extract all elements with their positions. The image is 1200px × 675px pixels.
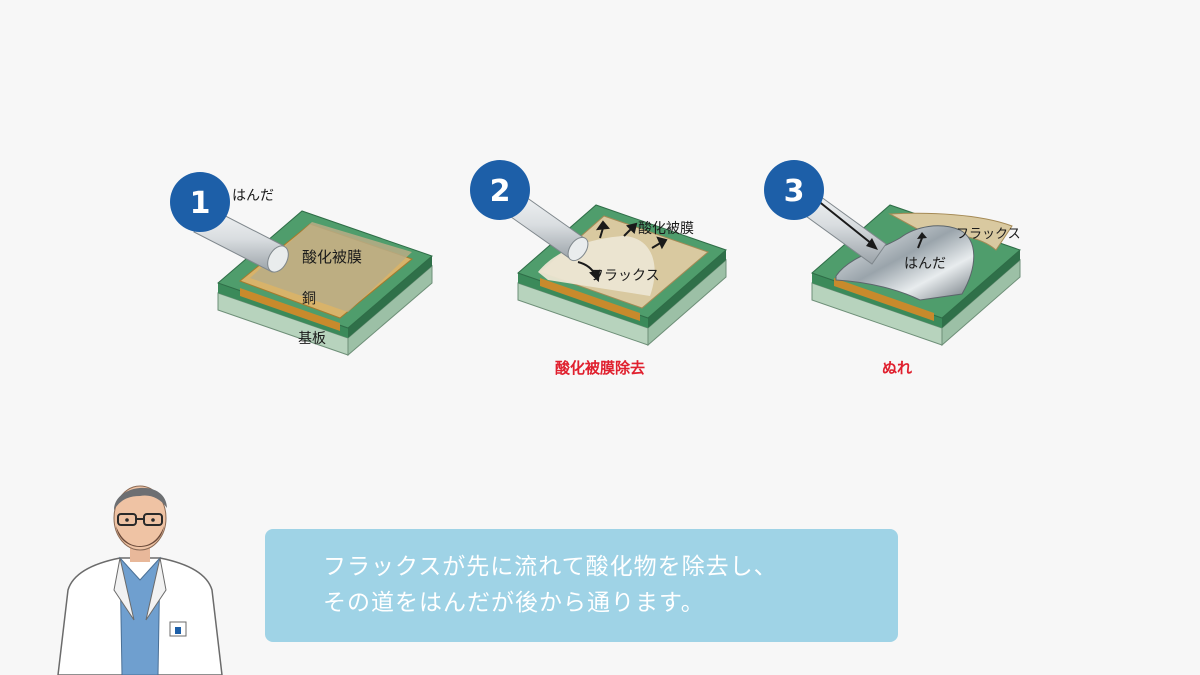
hair <box>114 487 167 510</box>
presenter-illustration <box>57 485 223 675</box>
speech-line-1: フラックスが先に流れて酸化物を除去し、 <box>323 554 778 580</box>
arrow-head-icon <box>917 232 927 239</box>
step-number-2: 2 <box>490 174 511 209</box>
arrow-head-icon <box>589 269 601 283</box>
arrow-head-icon <box>595 220 610 231</box>
speech-bubble: フラックスが先に流れて酸化物を除去し、 その道をはんだが後から通ります。 <box>265 529 898 642</box>
flux-arrows-2 <box>577 220 668 283</box>
step-badge-3: 3 <box>764 160 824 220</box>
copper-front-3 <box>834 278 934 321</box>
blue-shirt <box>119 556 161 675</box>
badge-circle-2 <box>470 160 530 220</box>
arrow-up-icon <box>599 227 604 239</box>
arrow-head-icon <box>656 236 668 250</box>
step-number-3: 3 <box>784 174 805 209</box>
step-1: 1 はんだ 酸化被膜 銅 基板 <box>170 172 433 357</box>
arrow-head-icon <box>626 222 638 234</box>
step-number-1: 1 <box>190 186 211 221</box>
step-badge-2: 2 <box>470 160 530 220</box>
pcb-block-3 <box>811 204 1021 347</box>
label-oxide-2: 酸化被膜 <box>638 221 694 237</box>
caption-step-2: 酸化被膜除去 <box>554 359 645 377</box>
solder-flow-arrow-icon <box>811 195 873 245</box>
oxide-film-1 <box>250 222 412 312</box>
badge-circle-1 <box>170 172 230 232</box>
step-3: 3 フラックス はんだ <box>764 160 1021 347</box>
label-flux-2: フラックス <box>590 268 660 284</box>
label-substrate-1: 基板 <box>298 330 326 347</box>
caption-step-3: ぬれ <box>881 359 912 377</box>
label-solder-3: はんだ <box>904 256 946 272</box>
copper-front-1 <box>240 288 340 331</box>
badge-circle-3 <box>764 160 824 220</box>
label-solder-1: はんだ <box>232 188 274 204</box>
label-copper-1: 銅 <box>302 291 316 307</box>
label-oxide-1: 酸化被膜 <box>302 248 362 266</box>
arrow-up-icon <box>917 237 923 249</box>
pcb-green-side-1 <box>348 256 432 338</box>
pcb-green-side-3 <box>942 250 1020 328</box>
speech-line-2: その道をはんだが後から通ります。 <box>323 590 705 616</box>
step-badge-1: 1 <box>170 172 230 232</box>
label-flux-3: フラックス <box>956 227 1021 242</box>
copper-front-2 <box>540 278 640 321</box>
pcb-green-side-2 <box>648 250 726 328</box>
arrow-head-icon <box>866 238 878 250</box>
step-2: 2 酸化被膜 フラックス <box>470 160 727 347</box>
